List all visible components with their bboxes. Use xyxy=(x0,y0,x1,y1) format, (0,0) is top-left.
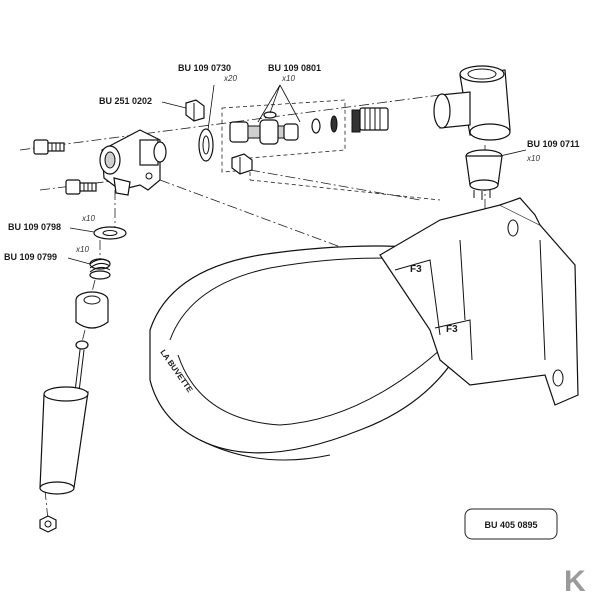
washer-ring xyxy=(198,128,214,162)
bracket-mark-text: F3 xyxy=(410,264,422,275)
t-fitting xyxy=(433,65,511,141)
label-bu-109-0799: BU 109 0799 xyxy=(4,252,57,262)
end-nut xyxy=(39,515,57,533)
valve-housing xyxy=(99,129,167,196)
brand-logo-text: K xyxy=(564,565,586,598)
qty-bu-109-0711: x10 xyxy=(526,154,540,163)
hex-nut-lower xyxy=(231,153,253,175)
qty-bu-109-0799: x10 xyxy=(75,245,89,254)
qty-bu-109-0730: x20 xyxy=(223,74,237,83)
label-bu-109-0711: BU 109 0711 xyxy=(527,139,580,149)
bolt-lower xyxy=(65,179,97,195)
threaded-nipple xyxy=(351,107,389,133)
brand-logo: K xyxy=(564,565,586,598)
qty-bu-109-0801: x10 xyxy=(281,74,295,83)
assembly-code-label: BU 405 0895 xyxy=(484,520,537,530)
bolt-upper xyxy=(33,139,65,155)
leader-lines xyxy=(67,84,527,265)
flat-washer xyxy=(93,226,127,240)
label-bu-109-0730: BU 109 0730 xyxy=(178,63,231,73)
assembly-code-box: BU 405 0895 xyxy=(464,508,558,540)
valve-pin-assembly xyxy=(229,111,338,145)
label-bu-109-0801: BU 109 0801 xyxy=(268,63,321,73)
drinking-bowl xyxy=(149,245,471,461)
spring xyxy=(89,258,111,280)
mounting-bracket xyxy=(379,197,579,406)
label-bu-251-0202: BU 251 0202 xyxy=(99,96,152,106)
hex-nut-small xyxy=(185,99,205,122)
cap-nut xyxy=(75,291,109,329)
bracket-mark-text-2: F3 xyxy=(446,324,458,335)
filter-cup xyxy=(465,149,503,200)
label-bu-109-0798: BU 109 0798 xyxy=(8,222,61,232)
qty-bu-109-0798: x10 xyxy=(81,214,95,223)
float-cylinder xyxy=(39,386,89,495)
